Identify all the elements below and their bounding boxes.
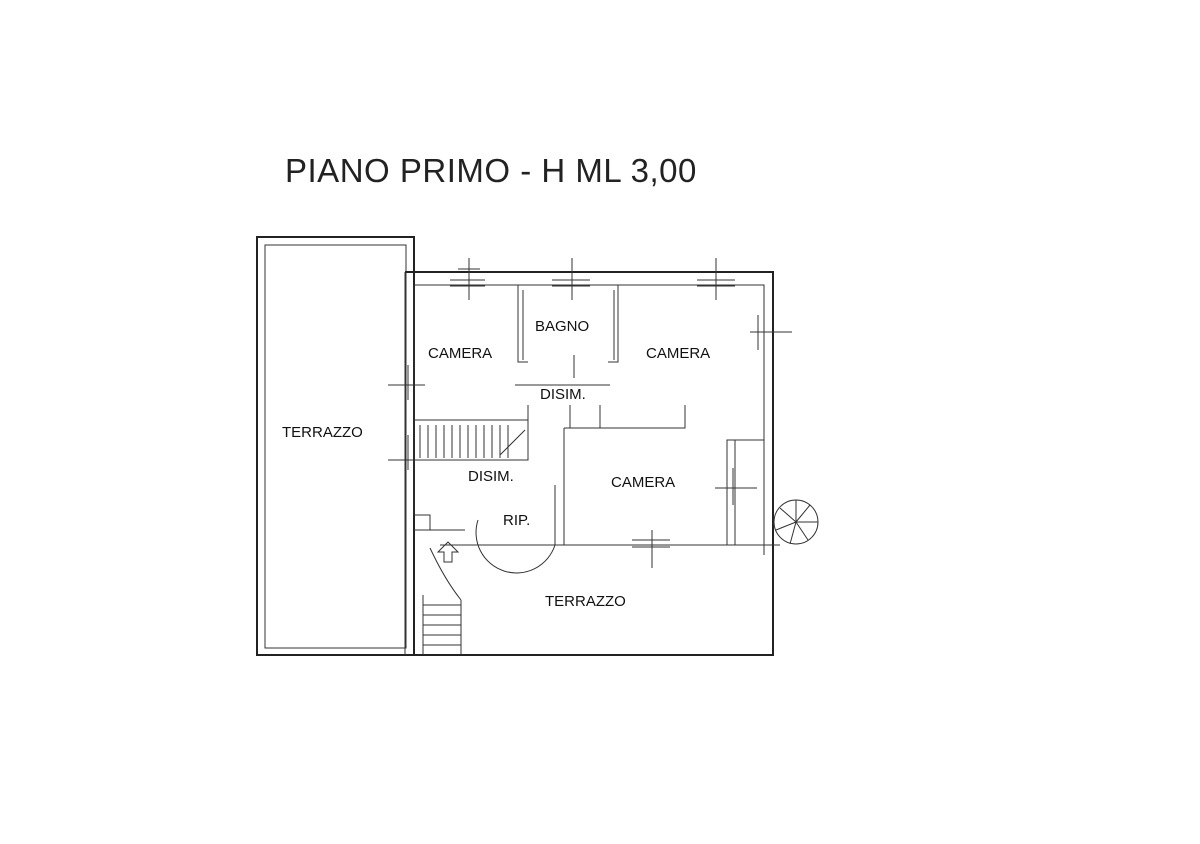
room-label-camera-bottom: CAMERA xyxy=(611,474,675,491)
room-label-terrazzo-left: TERRAZZO xyxy=(282,424,363,441)
room-label-bagno: BAGNO xyxy=(535,318,589,335)
room-label-terrazzo-bottom: TERRAZZO xyxy=(545,593,626,610)
room-label-disim-lower: DISIM. xyxy=(468,468,514,485)
plan-title: PIANO PRIMO - H ML 3,00 xyxy=(285,152,697,189)
room-label-camera-right: CAMERA xyxy=(646,345,710,362)
windows xyxy=(388,258,792,568)
rip-curved-wall xyxy=(475,485,556,574)
entrance-arrow-icon xyxy=(436,541,460,563)
room-label-camera-left: CAMERA xyxy=(428,345,492,362)
house-walls xyxy=(404,271,780,656)
room-label-rip: RIP. xyxy=(503,512,530,529)
terrace-left-outline xyxy=(256,236,415,656)
staircase xyxy=(419,425,526,655)
spiral-staircase-icon xyxy=(773,499,819,545)
room-label-disim-upper: DISIM. xyxy=(540,386,586,403)
